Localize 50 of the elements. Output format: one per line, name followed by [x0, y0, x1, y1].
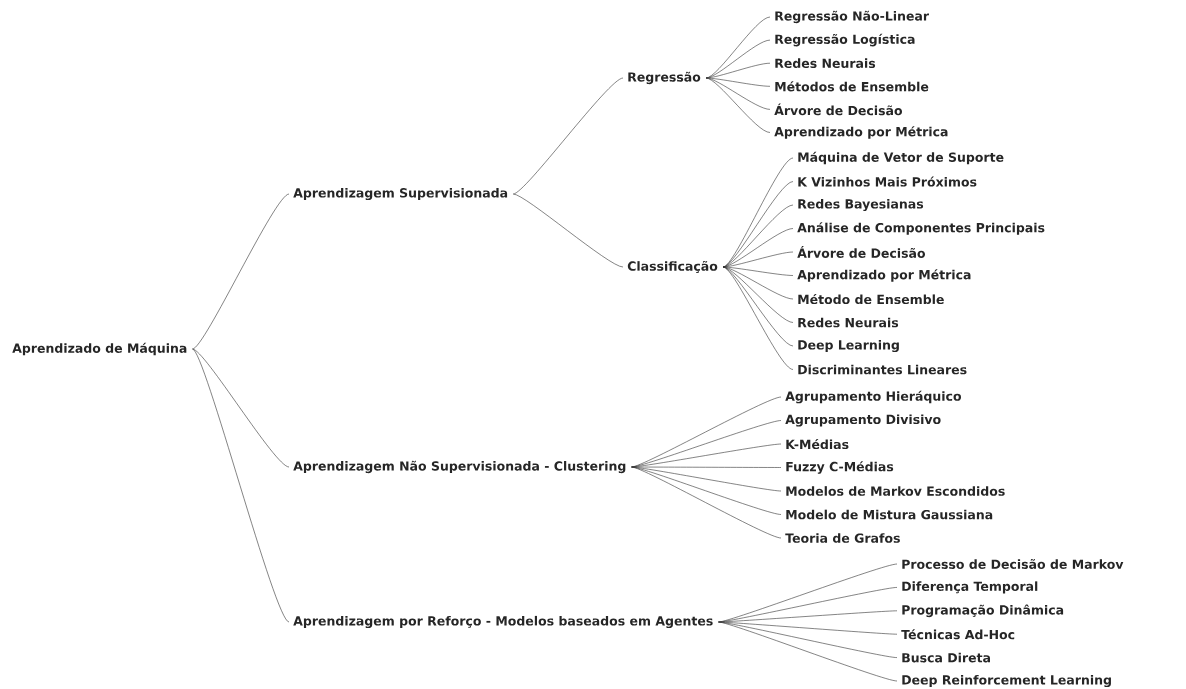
- topic-label: Aprendizado por Métrica: [774, 126, 948, 139]
- connector-curve: [705, 77, 771, 87]
- topic-label: Árvore de Decisão: [797, 246, 925, 258]
- topic-label: Agrupamento Hieráquico: [785, 390, 961, 404]
- topic-label: Redes Neurais: [798, 317, 899, 328]
- connector-curve: [718, 621, 898, 635]
- topic-label: Aprendizagem por Reforço - Modelos baseados em Agentes: [293, 615, 713, 629]
- topic-label: Deep Learning: [798, 339, 899, 353]
- topic-label: Processo de Decisão de Markov: [902, 559, 1124, 569]
- topic-label: Discriminantes Lineares: [798, 364, 967, 375]
- topic-label: Deep Reinforcement Learning: [902, 674, 1111, 688]
- connector-curve: [722, 181, 794, 268]
- topic-label: Análise de Componentes Principais: [797, 222, 1045, 235]
- topic-label: K Vizinhos Mais Próximos: [798, 176, 977, 187]
- topic-label: Teoria de Grafos: [785, 533, 900, 543]
- connector-curve: [512, 193, 624, 268]
- topic-label: Técnicas Ad-Hoc: [901, 629, 1015, 640]
- topic-label: Regressão: [628, 71, 701, 85]
- connector-curve: [192, 348, 290, 468]
- topic-label: Programação Dinâmica: [902, 604, 1064, 618]
- connector-curve: [631, 466, 782, 468]
- topic-label: Fuzzy C-Médias: [786, 461, 894, 474]
- connector-curve: [631, 466, 782, 492]
- connector-curve: [512, 77, 624, 195]
- topic-label: Aprendizado por Métrica: [797, 269, 971, 282]
- topic-label: Máquina de Vetor de Suporte: [798, 151, 1004, 165]
- topic-label: Regressão Logística: [775, 33, 915, 47]
- topic-label: Aprendizagem Não Supervisionada - Clustering: [293, 460, 626, 474]
- topic-label: Aprendizagem Supervisionada: [293, 187, 508, 201]
- topic-label: Busca Direta: [902, 652, 990, 663]
- connector-curve: [722, 266, 794, 276]
- connector-curve: [631, 466, 782, 539]
- connector-curve: [192, 348, 290, 623]
- connector-curve: [705, 77, 771, 133]
- topic-label: Método de Ensemble: [798, 293, 944, 305]
- connector-curve: [192, 193, 290, 350]
- topic-label: Redes Neurais: [775, 58, 876, 69]
- topic-label: K-Médias: [786, 438, 849, 450]
- topic-label: Modelo de Mistura Gaussiana: [786, 509, 993, 520]
- topic-label: Métodos de Ensemble: [775, 81, 929, 92]
- topic-label: Regressão Não-Linear: [775, 10, 929, 24]
- connector-curve: [718, 621, 898, 682]
- topic-label: Aprendizado de Máquina: [12, 342, 187, 356]
- topic-label: Modelos de Markov Escondidos: [786, 486, 1005, 496]
- topic-label: Agrupamento Divisivo: [785, 414, 941, 427]
- topic-label: Árvore de Decisão: [774, 103, 902, 116]
- topic-label: Diferença Temporal: [902, 581, 1038, 594]
- topic-label: Classificação: [627, 260, 718, 274]
- connector-curve: [722, 266, 794, 370]
- topic-label: Redes Bayesianas: [798, 198, 924, 212]
